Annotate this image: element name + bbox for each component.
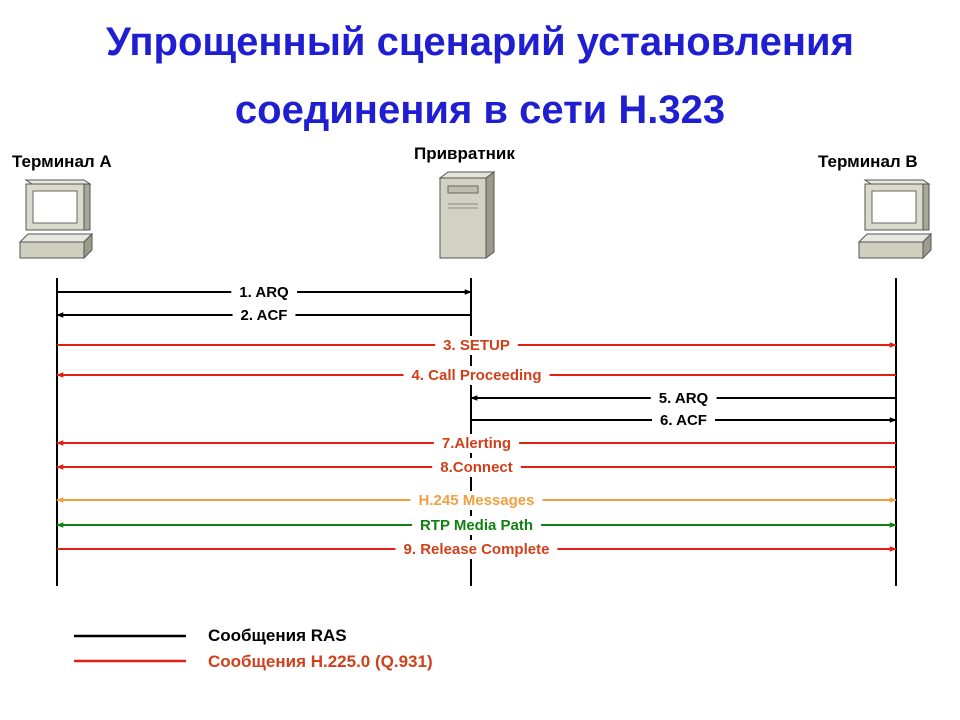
- message-6: 6. ACF: [471, 411, 897, 430]
- message-label: 6. ACF: [660, 412, 707, 429]
- message-label-background: [650, 389, 717, 408]
- message-8: 8.Connect: [56, 458, 896, 477]
- terminal-a-label: Терминал А: [12, 152, 112, 171]
- message-9: H.245 Messages: [56, 491, 897, 510]
- messages-layer: 1. ARQ 2. ACF 3. SETUP 4. Call Proceeding 5.…: [56, 283, 897, 559]
- message-label: 2. ACF: [241, 307, 288, 324]
- message-label-background: [395, 540, 558, 559]
- message-label-background: [433, 434, 520, 453]
- message-label-background: [410, 491, 543, 510]
- message-label-background: [232, 306, 296, 325]
- message-label: 5. ARQ: [659, 390, 709, 407]
- title-line-1: Упрощенный сценарий установления: [106, 20, 854, 64]
- message-3: 3. SETUP: [57, 336, 897, 355]
- message-label-background: [652, 411, 715, 430]
- message-label: 3. SETUP: [443, 337, 510, 354]
- message-2: 2. ACF: [56, 306, 471, 325]
- terminal-b-computer-icon: [857, 179, 933, 260]
- message-label: 9. Release Complete: [404, 541, 550, 558]
- gatekeeper-label: Привратник: [414, 144, 515, 163]
- message-4: 4. Call Proceeding: [56, 366, 896, 385]
- terminal-b-label: Терминал В: [818, 152, 918, 171]
- message-label-background: [403, 366, 550, 385]
- message-label: 7.Alerting: [442, 435, 511, 452]
- terminal-a-computer-icon: [18, 179, 94, 260]
- message-label: H.245 Messages: [419, 492, 535, 509]
- message-label: RTP Media Path: [420, 517, 533, 534]
- message-label: 1. ARQ: [239, 284, 289, 301]
- message-10: RTP Media Path: [56, 516, 897, 535]
- page-title: Упрощенный сценарий установления соедине…: [0, 8, 960, 144]
- legend-label-ras: Сообщения RAS: [208, 626, 347, 645]
- message-label: 8.Connect: [440, 459, 513, 476]
- title-line-2: соединения в сети Н.323: [234, 88, 726, 132]
- message-label-background: [231, 283, 298, 302]
- message-5: 5. ARQ: [470, 389, 896, 408]
- legend-label-h225: Сообщения H.225.0 (Q.931): [208, 652, 433, 671]
- message-1: 1. ARQ: [57, 283, 472, 302]
- message-label-background: [435, 336, 518, 355]
- message-label-background: [411, 516, 542, 535]
- message-label: 4. Call Proceeding: [411, 367, 541, 384]
- message-label-background: [432, 458, 521, 477]
- message-11: 9. Release Complete: [57, 540, 897, 559]
- message-7: 7.Alerting: [56, 434, 896, 453]
- gatekeeper-server-icon: [438, 171, 496, 259]
